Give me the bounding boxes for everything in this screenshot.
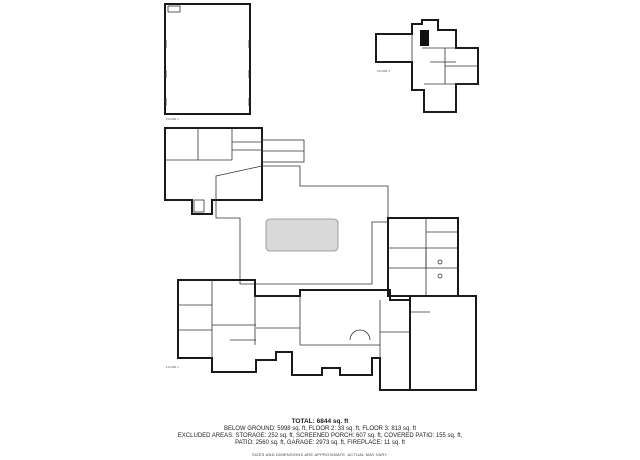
upper-floor xyxy=(375,19,479,113)
attached-garage xyxy=(409,295,477,391)
svg-text:FLOOR 1: FLOOR 1 xyxy=(166,365,179,369)
svg-text:FLOOR 1: FLOOR 1 xyxy=(166,117,179,121)
svg-text:FLOOR 3: FLOOR 3 xyxy=(377,69,390,73)
patio xyxy=(215,165,389,285)
excluded-areas: EXCLUDED AREAS: STORAGE: 252 sq. ft, SCR… xyxy=(177,433,463,439)
main-floor xyxy=(177,279,411,391)
disclaimer: SIZES AND DIMENSIONS ARE APPROXIMATE, AC… xyxy=(251,452,389,457)
detached-garage xyxy=(164,3,251,115)
pool-house xyxy=(164,127,305,215)
excluded-areas-cont: PATIO: 2560 sq. ft, GARAGE: 2973 sq. ft,… xyxy=(235,440,405,446)
total-area: TOTAL: 6844 sq. ft xyxy=(291,418,349,425)
floor-areas: BELOW GROUND: 5998 sq. ft, FLOOR 2: 33 s… xyxy=(223,426,417,432)
east-wing xyxy=(387,217,459,297)
floor-plan-drawing: FLOOR 1 FLOOR 3 FLOOR 1 xyxy=(164,3,479,391)
